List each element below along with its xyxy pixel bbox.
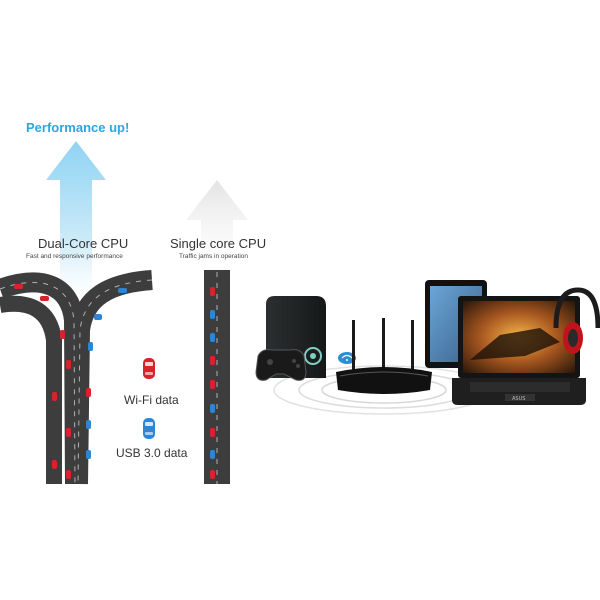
single-road-cars [210, 287, 215, 479]
dual-road-cars [14, 284, 127, 479]
headphones-icon [553, 287, 600, 354]
laptop-brand-logo: ASUS [512, 396, 526, 402]
red-car-icon [143, 358, 155, 379]
single-core-road [204, 270, 230, 484]
performance-label: Performance up! [26, 120, 130, 135]
dual-core-subtitle: Fast and responsive performance [26, 253, 123, 260]
performance-arrow [46, 141, 106, 310]
router-icon [336, 318, 432, 394]
wifi-badge-icon [338, 352, 356, 364]
single-core-subtitle: Traffic jams in operation [179, 253, 249, 260]
single-core-arrow [186, 180, 248, 290]
usb-data-label: USB 3.0 data [116, 446, 188, 460]
dual-core-road [0, 270, 153, 485]
wifi-data-label: Wi-Fi data [124, 393, 179, 407]
single-core-title: Single core CPU [170, 236, 267, 251]
blue-car-icon [143, 418, 155, 439]
dual-core-title: Dual-Core CPU [38, 236, 129, 251]
laptop-icon [452, 296, 586, 405]
gamepad-icon [255, 349, 307, 381]
